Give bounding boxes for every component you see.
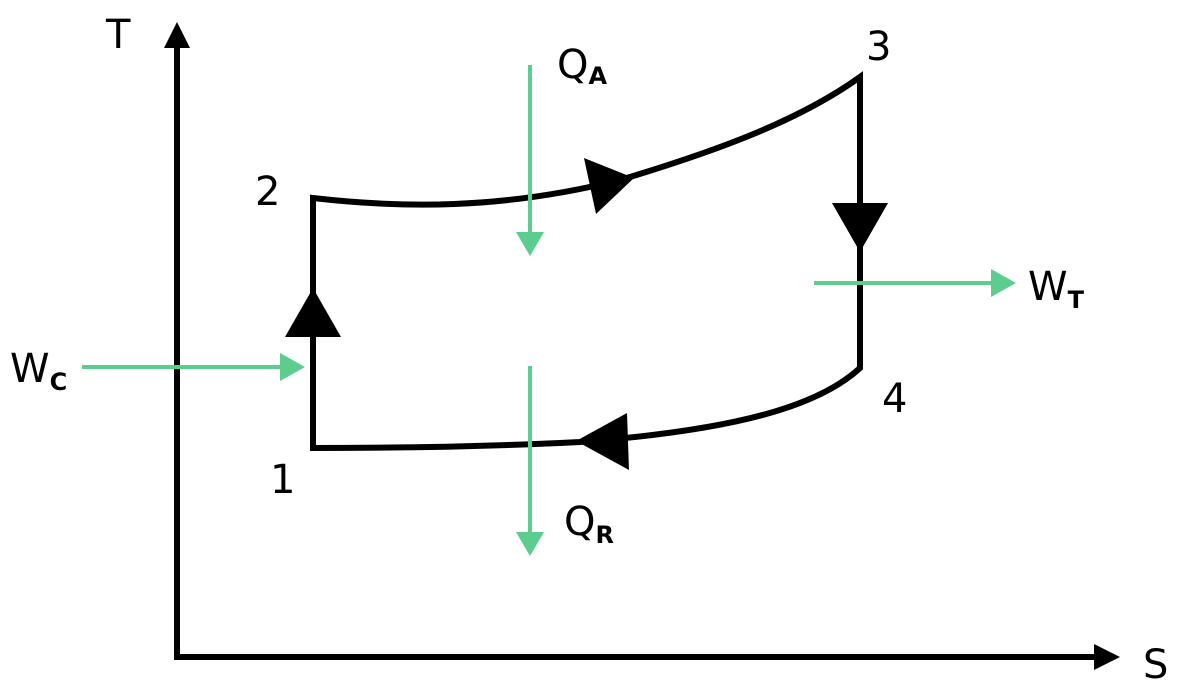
heat-added-label: QA	[557, 42, 607, 90]
heat-added-arrowhead	[516, 232, 544, 256]
compressor-work-label: WC	[10, 346, 67, 396]
turbine-work-label-sub: T	[1068, 286, 1085, 314]
state-label-3: 3	[866, 24, 891, 70]
compression-arrowhead	[285, 288, 341, 337]
turbine-work-arrowhead	[991, 269, 1016, 297]
heat-rejected-label: QR	[564, 499, 614, 549]
state-label-2: 2	[255, 169, 280, 215]
compressor-work-arrowhead	[280, 353, 305, 381]
heat-rejected-label-sub: R	[595, 521, 613, 549]
axes: T S	[105, 12, 1168, 688]
expansion-arrowhead	[832, 203, 888, 252]
heat-rejection-arrowhead	[576, 413, 629, 470]
heat-addition-arrowhead	[584, 158, 634, 214]
energy-arrows	[82, 65, 1016, 556]
x-axis-arrowhead	[1094, 644, 1120, 670]
cycle	[285, 71, 888, 470]
state-label-4: 4	[882, 376, 907, 422]
compressor-work-label-sub: C	[50, 368, 68, 396]
state-label-1: 1	[270, 457, 295, 503]
heat-added-label-main: Q	[557, 42, 588, 88]
energy-labels: QA QR WC WT	[10, 42, 1085, 549]
cycle-path	[310, 71, 863, 452]
state-labels: 1 2 3 4	[255, 24, 907, 503]
x-axis-label: S	[1143, 642, 1168, 688]
heat-rejected-arrowhead	[516, 532, 544, 556]
turbine-work-label-main: W	[1028, 264, 1068, 310]
heat-rejected-label-main: Q	[564, 499, 595, 545]
y-axis-label: T	[105, 12, 131, 58]
y-axis-arrowhead	[164, 22, 190, 48]
heat-added-label-sub: A	[588, 62, 607, 90]
compressor-work-label-main: W	[10, 346, 50, 392]
turbine-work-label: WT	[1028, 264, 1085, 314]
